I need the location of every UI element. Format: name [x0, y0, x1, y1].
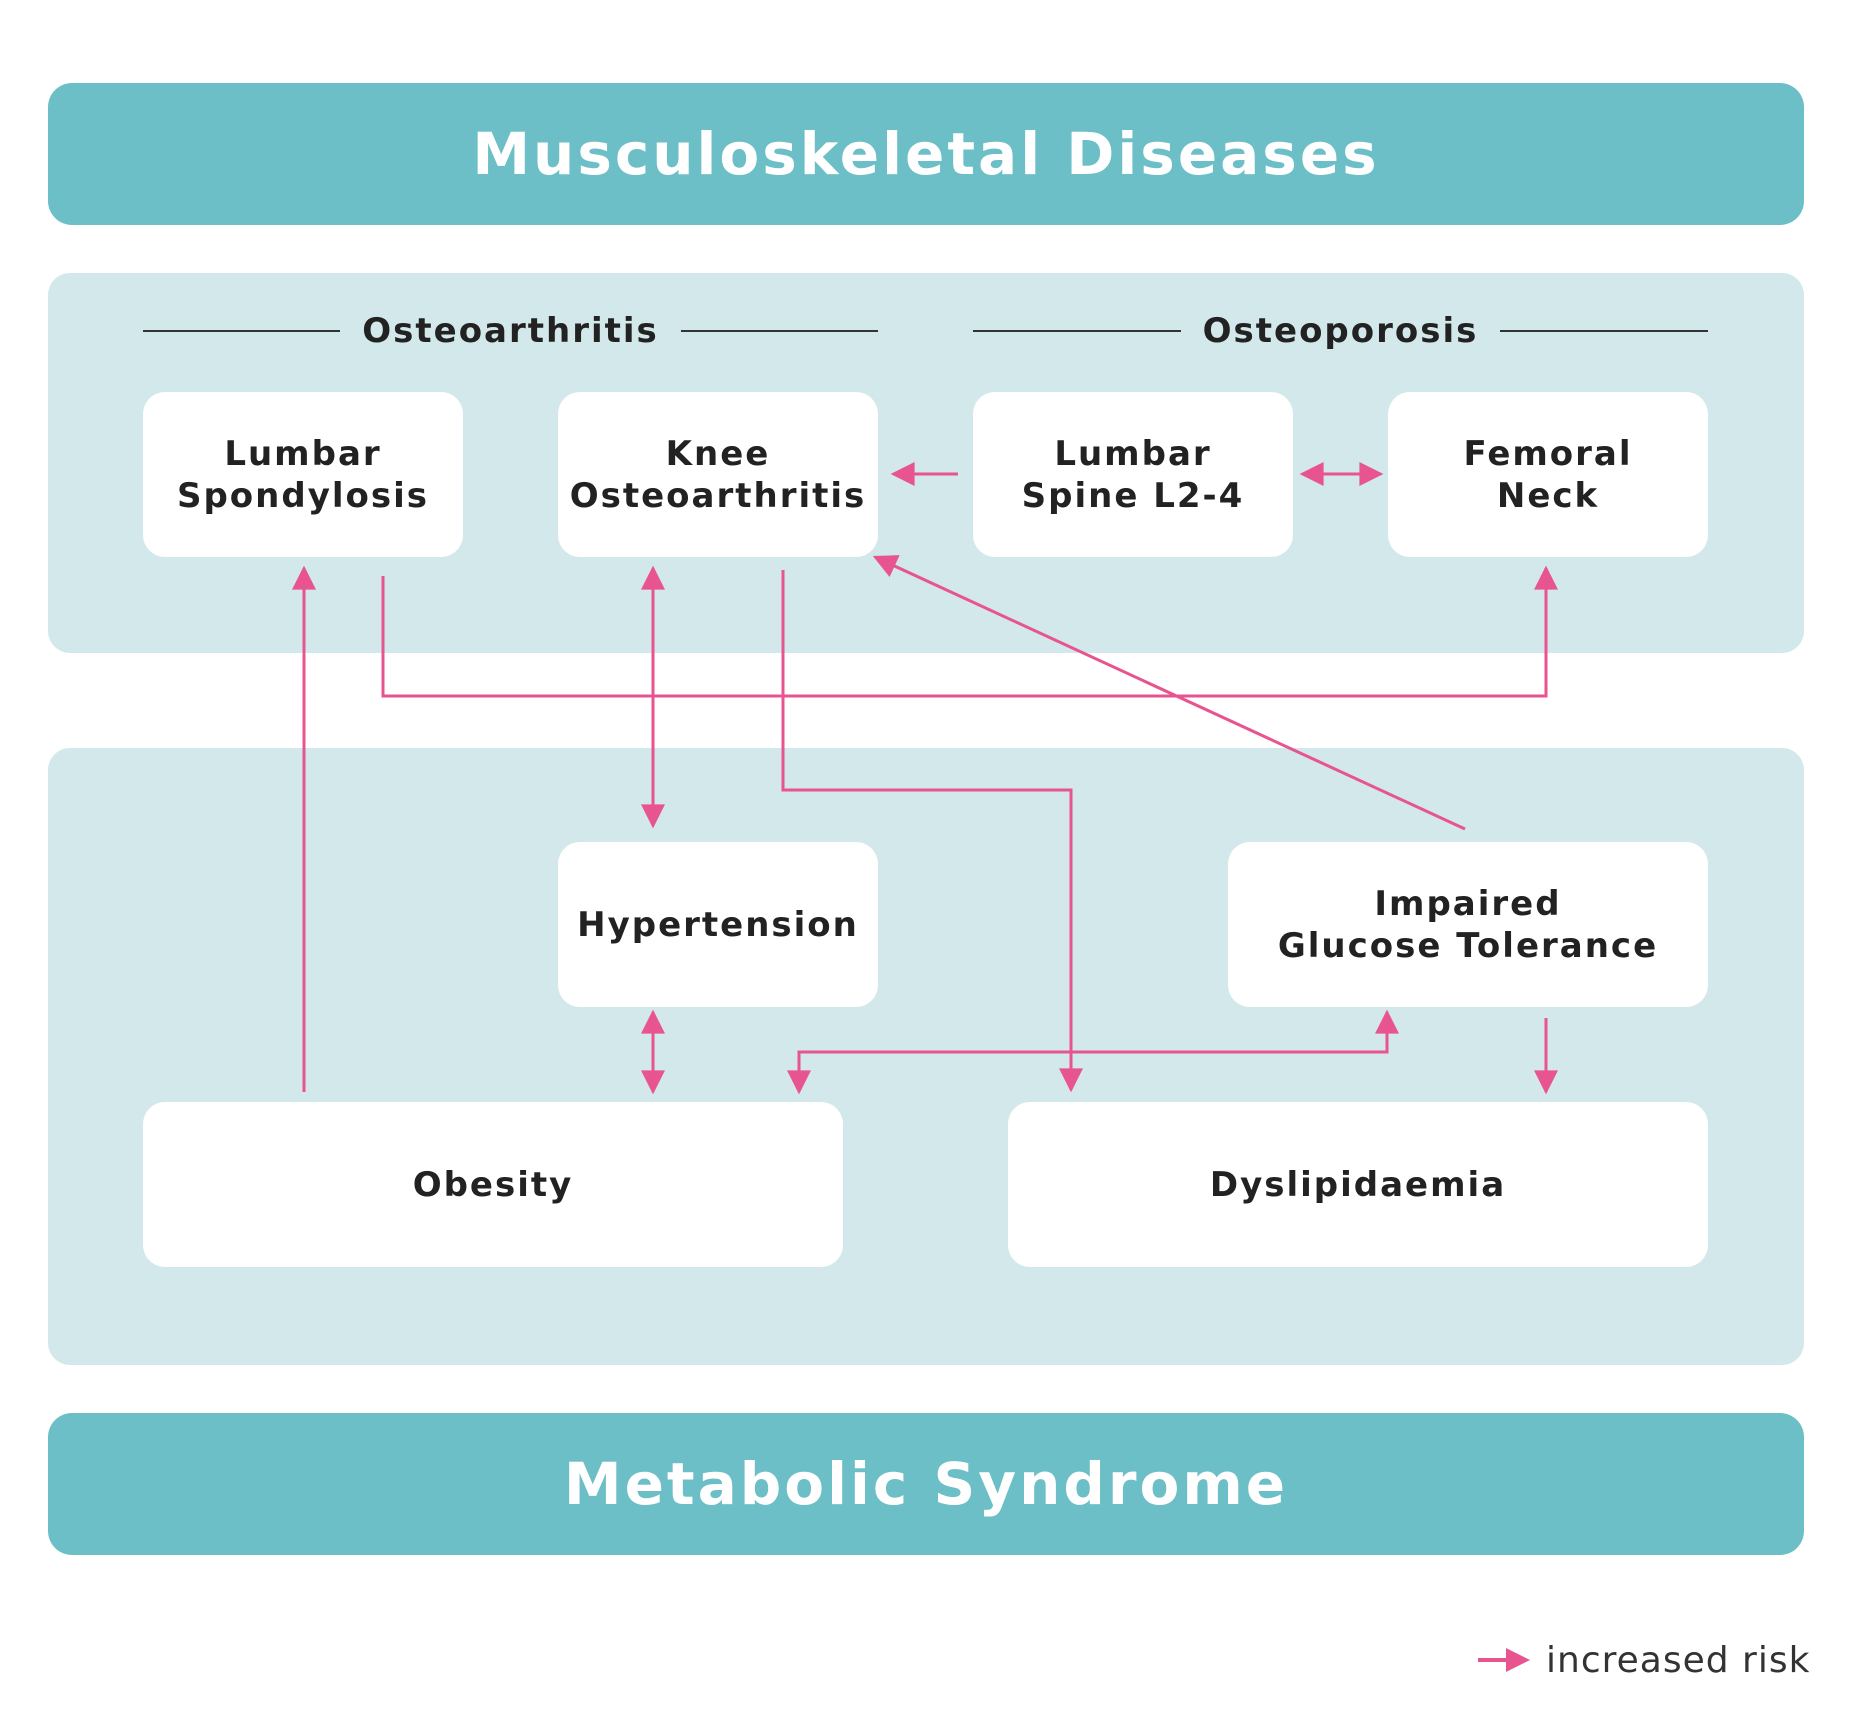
- node-label: Lumbar: [224, 433, 382, 474]
- arrow-glucose-to-knee: [872, 555, 1466, 831]
- divider-line: [680, 330, 879, 332]
- node-label: Impaired: [1374, 883, 1562, 924]
- osteoporosis-label: Osteoporosis: [1202, 311, 1479, 351]
- node-label: Obesity: [412, 1164, 574, 1205]
- node-femoral-neck: Femoral Neck: [1388, 392, 1708, 557]
- arrow-knee-to-dyslipidaemia: [781, 570, 1083, 1093]
- node-impaired-glucose-tolerance: Impaired Glucose Tolerance: [1228, 842, 1708, 1007]
- node-label: Hypertension: [577, 904, 859, 945]
- node-dyslipidaemia: Dyslipidaemia: [1008, 1102, 1708, 1267]
- divider-line: [143, 330, 341, 332]
- legend: increased risk: [1478, 1635, 1810, 1685]
- arrow-lumbar-spondylosis-to-femoral-neck: [381, 565, 1558, 698]
- node-label: Spondylosis: [176, 475, 430, 516]
- metabolic-syndrome-title: Metabolic Syndrome: [563, 1450, 1289, 1518]
- node-label: Spine L2-4: [1021, 475, 1245, 516]
- musculoskeletal-diseases-title: Musculoskeletal Diseases: [472, 120, 1380, 188]
- node-label: Femoral: [1463, 433, 1633, 474]
- node-label: Neck: [1496, 475, 1600, 516]
- node-knee-osteoarthritis: Knee Osteoarthritis: [558, 392, 878, 557]
- node-label: Osteoarthritis: [569, 475, 867, 516]
- musculoskeletal-diseases-banner: Musculoskeletal Diseases: [48, 83, 1804, 225]
- osteoarthritis-label: Osteoarthritis: [362, 311, 659, 351]
- node-label: Glucose Tolerance: [1277, 925, 1659, 966]
- node-label: Lumbar: [1054, 433, 1212, 474]
- legend-label: increased risk: [1546, 1639, 1811, 1681]
- arrow-obesity-glucose: [787, 1009, 1399, 1095]
- divider-line: [1500, 330, 1709, 332]
- divider-line: [973, 330, 1181, 332]
- node-lumbar-spondylosis: Lumbar Spondylosis: [143, 392, 463, 557]
- node-label: Dyslipidaemia: [1209, 1164, 1507, 1205]
- node-lumbar-spine-l2-4: Lumbar Spine L2-4: [973, 392, 1293, 557]
- osteoporosis-group-header: Osteoporosis: [973, 305, 1709, 357]
- metabolic-syndrome-banner: Metabolic Syndrome: [48, 1413, 1804, 1555]
- node-hypertension: Hypertension: [558, 842, 878, 1007]
- node-label: Knee: [665, 433, 771, 474]
- osteoarthritis-group-header: Osteoarthritis: [143, 305, 879, 357]
- legend-arrow-icon: [1478, 1648, 1530, 1672]
- node-obesity: Obesity: [143, 1102, 843, 1267]
